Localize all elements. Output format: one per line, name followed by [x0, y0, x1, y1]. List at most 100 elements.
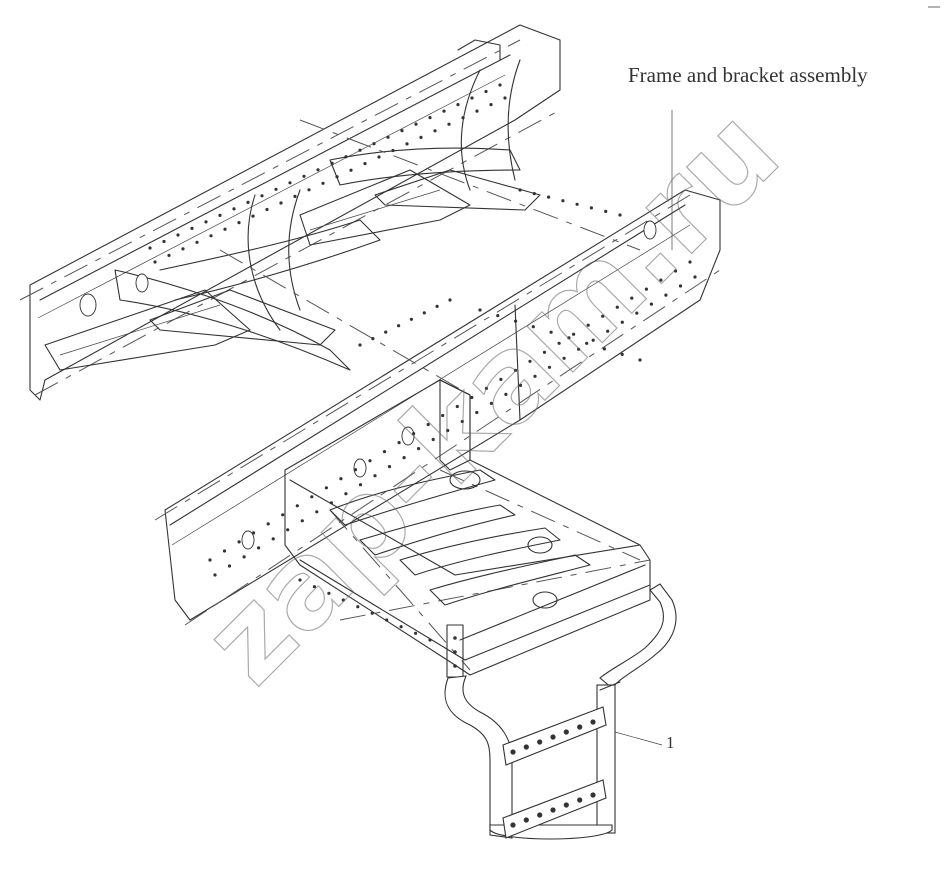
perforation-dot [557, 341, 561, 345]
perforation-dot [213, 573, 217, 577]
perforation-dot [428, 116, 432, 120]
perforation-dot [387, 465, 392, 469]
perforation-dot [368, 459, 372, 463]
perforation-dot [358, 343, 362, 347]
perforation-dot [300, 519, 304, 523]
perforation-dot [307, 188, 311, 192]
perforation-dot [572, 332, 576, 336]
tread-hole [563, 802, 569, 808]
perforation-dot [327, 591, 331, 595]
perforation-dot [433, 129, 437, 133]
tread-hole [550, 734, 556, 740]
perforation-dot [341, 598, 345, 602]
perforation-dot [498, 83, 502, 87]
perforation-dot [321, 181, 325, 185]
perforation-dot [489, 103, 493, 107]
perforation-dot [547, 195, 551, 199]
cross-member-rear [299, 59, 641, 251]
perforation-dot [489, 401, 493, 405]
perforation-dot [470, 96, 474, 100]
perforation-dot [447, 122, 451, 126]
perforation-dot [371, 337, 375, 341]
perforation-dot [585, 341, 589, 345]
perforation-dot [330, 161, 334, 165]
perforation-dots [148, 83, 697, 642]
perforation-dot [441, 413, 445, 418]
perforation-dot [190, 226, 194, 230]
perforation-dot [442, 109, 446, 113]
ladder-tread-upper [502, 706, 607, 766]
perforation-dot [409, 317, 413, 321]
perforation-dot [344, 155, 348, 159]
perforation-dot [353, 468, 358, 472]
perforation-dot [644, 287, 649, 291]
perforation-dot [448, 298, 452, 302]
perforation-dot [417, 447, 421, 451]
perforation-dot [302, 174, 306, 178]
perforation-dot [503, 96, 507, 100]
perforation-dot [419, 135, 423, 139]
perforation-dot [222, 549, 227, 553]
perforation-dot [266, 522, 270, 526]
perforation-dot [693, 275, 697, 279]
perforation-dot [324, 486, 328, 490]
perforation-dot [195, 240, 199, 244]
perforation-dot [456, 103, 460, 107]
perforation-dot [316, 168, 320, 172]
perforation-dot [577, 347, 581, 351]
perforation-dot [620, 352, 624, 356]
perforation-dot [176, 233, 180, 237]
perforation-dot [344, 492, 348, 496]
perforation-dot [504, 392, 508, 396]
perforation-dot [513, 368, 518, 372]
step-support-ribs [329, 469, 591, 609]
ladder-tread-lower [502, 779, 607, 839]
perforation-dot [618, 213, 622, 217]
perforation-dot [232, 207, 236, 211]
step-bracket-box [284, 379, 651, 676]
perforation-dot [386, 135, 390, 139]
perforation-dot [586, 323, 590, 327]
perforation-dot [461, 116, 465, 120]
perforation-dot [630, 296, 634, 300]
perforation-dot [281, 513, 285, 517]
perforation-dot [673, 269, 678, 273]
perforation-dot [542, 350, 547, 354]
perforation-dot [384, 330, 388, 334]
perforation-dot [484, 89, 488, 94]
perforation-dot [528, 359, 532, 363]
perforation-dot [218, 213, 222, 217]
perforation-dot [414, 122, 418, 126]
perforation-dot [518, 188, 522, 192]
perforation-dot [484, 386, 488, 390]
perforation-dot [397, 324, 401, 328]
perforation-dot [237, 221, 241, 225]
perforation-dot [237, 540, 241, 544]
perforation-dot [279, 201, 283, 205]
perforation-dot [358, 483, 363, 487]
perforation-dot [562, 356, 566, 360]
perforation-dot [664, 293, 668, 297]
perforation-dot [402, 456, 406, 460]
perforation-dot [358, 148, 362, 152]
perforation-dot [561, 199, 565, 203]
perforation-dot [499, 377, 503, 381]
tread-hole [510, 822, 516, 828]
perforation-dot [414, 631, 418, 635]
perforation-dot [209, 234, 213, 238]
perforation-dot [162, 239, 166, 244]
perforation-dot [475, 109, 479, 113]
perforation-dot [606, 329, 610, 333]
perforation-dot [399, 625, 403, 629]
perforation-dot [382, 450, 387, 454]
perforation-dot [377, 155, 381, 159]
perforation-dot [373, 474, 377, 478]
tread-hole [523, 744, 529, 750]
perforation-dot [286, 528, 290, 532]
perforation-dot [260, 194, 264, 198]
perforation-dot [638, 358, 642, 362]
tread-hole [577, 797, 583, 803]
perforation-dot [356, 605, 360, 609]
gusset-bracket-3 [299, 169, 471, 246]
